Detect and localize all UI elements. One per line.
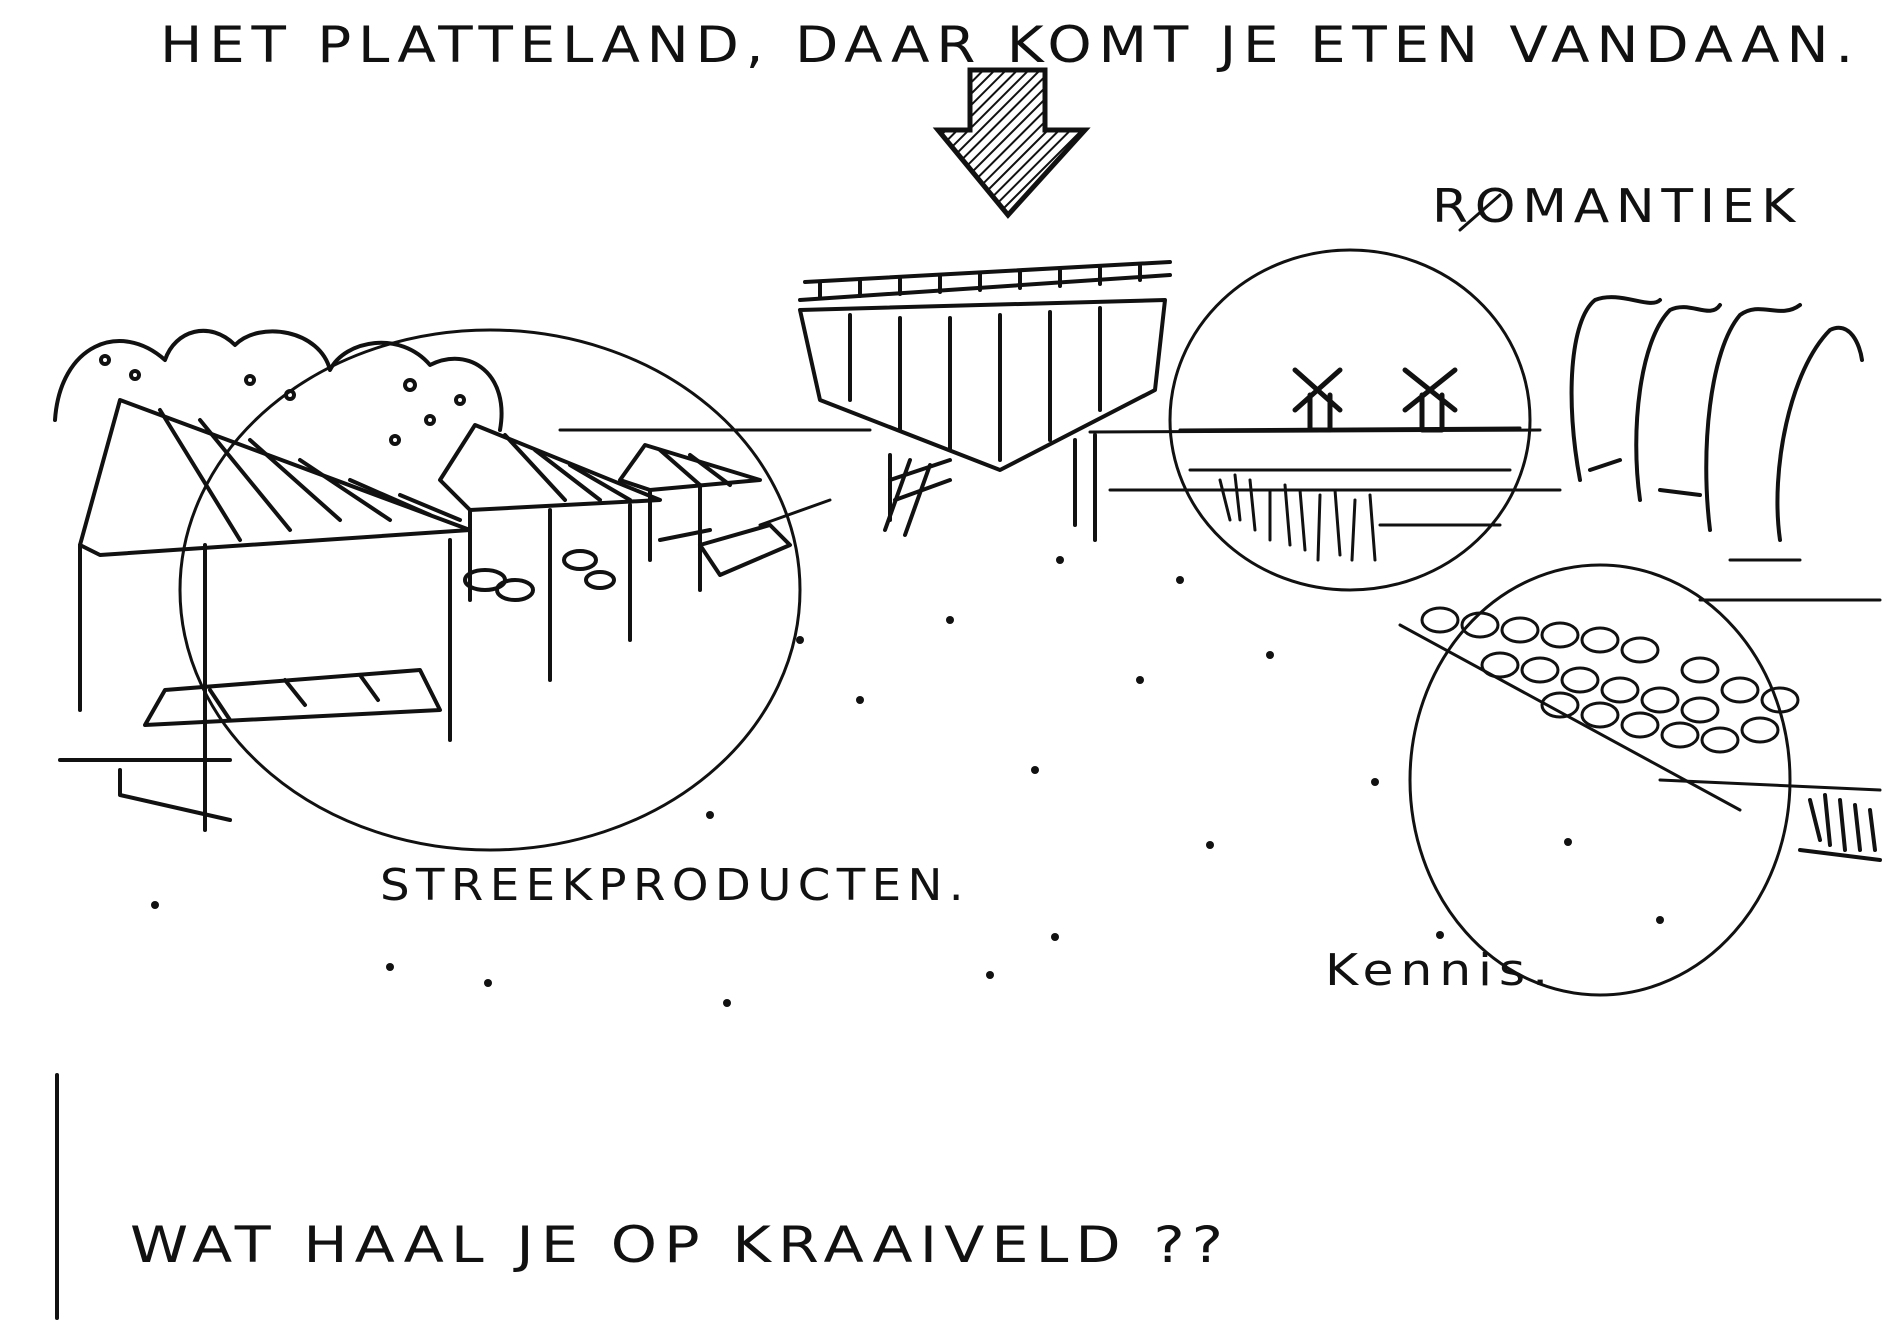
leader-line [758, 498, 832, 527]
tree-cluster [53, 328, 504, 446]
horizon-lines [558, 428, 1562, 527]
windmill-icon [1292, 367, 1343, 433]
market-stall-small [618, 443, 792, 592]
highlight-circle-kennis [1408, 563, 1792, 997]
down-arrow-icon [932, 67, 1091, 219]
pavilion-building [798, 260, 1172, 542]
kennis-vignette [1398, 558, 1882, 997]
reeds-icon [1218, 473, 1377, 562]
label-streekproducten: STREEKPRODUCTEN. [380, 860, 970, 911]
romantiek-vignette [1168, 193, 1532, 592]
vegetable-rows [1420, 606, 1800, 754]
windmill-icon-2 [1402, 367, 1458, 433]
highlight-circle-market [178, 328, 802, 852]
headline-text: HET PLATTELAND, DAAR KOMT JE ETEN VANDAA… [160, 16, 1860, 74]
highlight-circle-romantiek [1168, 248, 1532, 592]
market-stall-large [58, 398, 472, 832]
market-stall-middle [438, 423, 662, 682]
label-romantiek: ROMANTIEK [1432, 179, 1802, 233]
tree-row [1569, 295, 1864, 542]
question-text: WAT HAAL JE OP KRAAIVELD ?? [130, 1216, 1230, 1274]
ground-dots [151, 556, 1664, 1007]
label-kennis: Kennis. [1325, 945, 1555, 996]
grass-tuft-icon [1798, 793, 1882, 862]
